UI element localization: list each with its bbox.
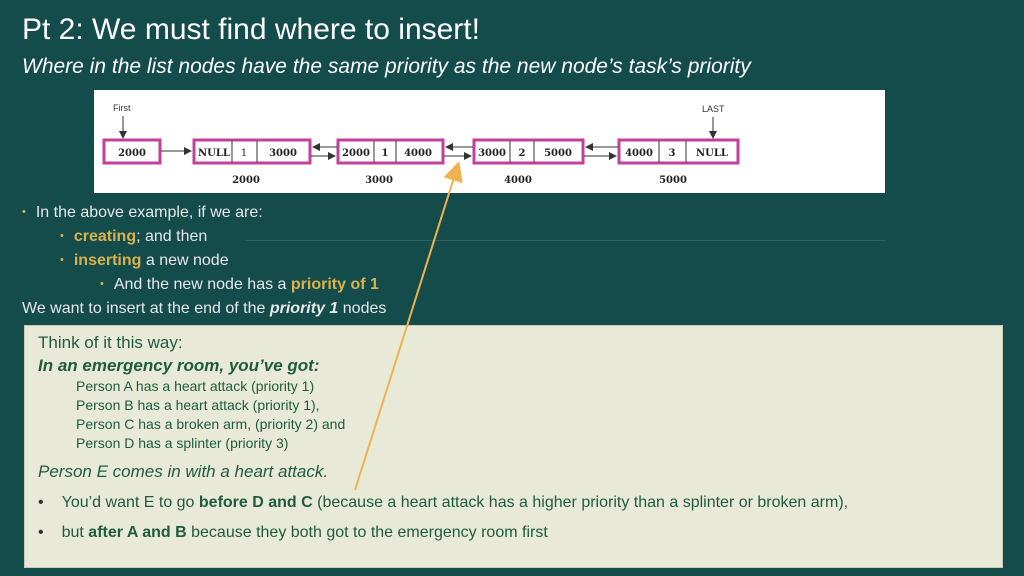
linked-list-diagram: First LAST 2000 NULL 1 3000 2000 2000 1 … bbox=[94, 90, 885, 193]
list-node: 3000 2 5000 4000 bbox=[472, 138, 585, 186]
node-address: 5000 bbox=[659, 175, 687, 186]
link-arrows bbox=[311, 143, 618, 160]
person-line: Person D has a splinter (priority 3) bbox=[76, 435, 289, 451]
bullet-dot: • bbox=[22, 206, 26, 218]
analogy-box: Think of it this way: In an emergency ro… bbox=[24, 325, 1003, 568]
node-priority: 1 bbox=[382, 148, 389, 159]
bullet-text: because they both got to the emergency r… bbox=[186, 524, 548, 541]
bullet-text: (because a heart attack has a higher pri… bbox=[312, 494, 849, 511]
bullet-level2: • inserting a new node bbox=[60, 252, 229, 270]
statement-keyword: priority 1 bbox=[269, 300, 339, 317]
node-prev: 3000 bbox=[478, 148, 506, 159]
node-address: 3000 bbox=[365, 175, 393, 186]
bullet-text: but bbox=[61, 524, 89, 541]
bullet-text: ; and then bbox=[136, 228, 208, 245]
node-next: 5000 bbox=[544, 148, 572, 159]
analogy-intro: Think of it this way: bbox=[38, 333, 183, 352]
person-line: Person B has a heart attack (priority 1)… bbox=[76, 397, 320, 413]
bullet-text: You’d want E to go bbox=[61, 494, 199, 511]
bullet-keyword: before D and C bbox=[198, 494, 313, 511]
bullet-dot: • bbox=[38, 524, 44, 541]
person-line: Person A has a heart attack (priority 1) bbox=[76, 378, 315, 394]
statement-text: We want to insert at the end of the bbox=[22, 300, 270, 317]
node-address: 4000 bbox=[504, 175, 532, 186]
node-next: 3000 bbox=[269, 148, 297, 159]
bullet-dot: • bbox=[100, 278, 104, 290]
analogy-bullet: • but after A and B because they both got… bbox=[38, 524, 548, 542]
bullet-keyword: after A and B bbox=[88, 524, 187, 541]
node-address: 2000 bbox=[232, 175, 260, 186]
linked-list-svg: First LAST 2000 NULL 1 3000 2000 2000 1 … bbox=[102, 103, 740, 186]
bullet-dot: • bbox=[60, 254, 64, 266]
bullet-dot: • bbox=[60, 230, 64, 242]
node-prev: 2000 bbox=[342, 148, 370, 159]
list-node: 4000 3 NULL 5000 bbox=[617, 138, 740, 186]
bullet-text: In the above example, if we are: bbox=[35, 204, 263, 221]
bullet-text: a new node bbox=[141, 252, 229, 269]
node-prev: 4000 bbox=[625, 148, 653, 159]
bullet-keyword: priority of 1 bbox=[290, 276, 379, 293]
list-node: 2000 1 4000 3000 bbox=[336, 138, 445, 186]
insert-statement: We want to insert at the end of the prio… bbox=[22, 300, 386, 318]
head-value: 2000 bbox=[118, 148, 146, 159]
analogy-heading: In an emergency room, you’ve got: bbox=[38, 356, 320, 375]
list-node: NULL 1 3000 2000 bbox=[192, 138, 312, 186]
bullet-dot: • bbox=[38, 494, 44, 511]
bullet-keyword: creating bbox=[73, 228, 137, 245]
bullet-level1: • In the above example, if we are: bbox=[22, 204, 263, 222]
node-priority: 3 bbox=[669, 148, 676, 159]
bullet-level2: • creating; and then bbox=[60, 228, 207, 246]
node-prev: NULL bbox=[198, 148, 230, 159]
statement-text: nodes bbox=[338, 300, 387, 317]
node-priority: 2 bbox=[519, 148, 526, 159]
divider-line bbox=[245, 240, 885, 241]
slide-title: Pt 2: We must find where to insert! bbox=[22, 13, 480, 46]
person-line: Person C has a broken arm, (priority 2) … bbox=[76, 416, 346, 432]
last-label: LAST bbox=[702, 104, 725, 114]
bullet-level3: • And the new node has a priority of 1 bbox=[100, 276, 379, 294]
slide-subtitle: Where in the list nodes have the same pr… bbox=[22, 55, 751, 78]
node-next: NULL bbox=[696, 148, 728, 159]
analogy-new-patient: Person E comes in with a heart attack. bbox=[38, 462, 329, 481]
head-pointer-box bbox=[102, 138, 162, 165]
node-next: 4000 bbox=[404, 148, 432, 159]
node-priority: 1 bbox=[241, 148, 247, 159]
first-label: First bbox=[113, 103, 131, 113]
bullet-keyword: inserting bbox=[73, 252, 142, 269]
analogy-bullet: • You’d want E to go before D and C (beca… bbox=[38, 494, 848, 512]
bullet-text: And the new node has a bbox=[113, 276, 291, 293]
